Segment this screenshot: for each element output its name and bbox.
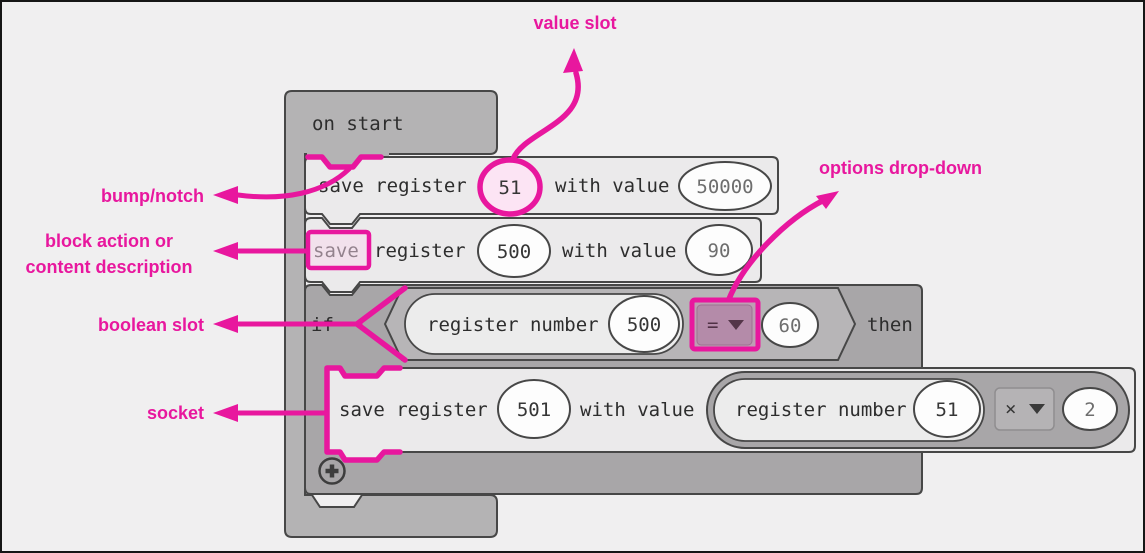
then-keyword: then (867, 314, 913, 336)
condition-register: 500 (627, 314, 661, 336)
expression-register-slot[interactable] (913, 380, 981, 438)
save2-register-slot[interactable] (477, 224, 551, 278)
compare-value: 60 (779, 315, 802, 337)
expression-pill[interactable] (713, 378, 985, 442)
save2-noun: register (374, 240, 466, 262)
bump-notch-label: bump/notch (101, 186, 204, 206)
bump-notch-arrowhead-icon (213, 186, 238, 204)
boolean-slot-arrowhead-icon (213, 315, 238, 333)
bump-notch-arrow (235, 166, 352, 200)
socket-label: socket (146, 403, 204, 423)
save1-with-label: with value (555, 175, 669, 197)
save3-register-slot[interactable] (497, 379, 571, 439)
socket-trace (324, 365, 403, 463)
save2-value-slot[interactable] (685, 224, 753, 276)
multiplier-value: 2 (1084, 399, 1095, 421)
options-dropdown-arrowhead-icon (816, 191, 839, 209)
value-slot-highlight (477, 157, 543, 217)
block-action-label-line2: content description (25, 257, 193, 277)
multiply-caret-icon (1029, 404, 1045, 414)
multiplier-slot[interactable] (1062, 387, 1118, 431)
options-dropdown-arrow (726, 197, 827, 302)
operator-dropdown[interactable] (696, 304, 753, 346)
value-slot-label: value slot (533, 13, 617, 33)
plus-icon[interactable] (318, 457, 346, 485)
multiply-operator: × (1005, 398, 1016, 420)
value-slot-arrow (510, 70, 581, 162)
on-start-block[interactable] (284, 90, 498, 538)
expression-label: register number (735, 399, 907, 421)
options-dropdown-label: options drop-down (819, 158, 982, 178)
action-word-highlight (305, 229, 372, 271)
save3-with-label: with value (580, 399, 694, 421)
save2-with-label: with value (562, 240, 676, 262)
block-action-label-line1: block action or (44, 231, 174, 251)
bump-notch-trace (305, 154, 384, 170)
compare-value-slot[interactable] (761, 302, 819, 348)
operator-caret-icon (728, 320, 744, 330)
value-slot-arrowhead-icon (563, 48, 583, 73)
boolean-slot-label: boolean slot (97, 315, 204, 335)
socket-arrowhead-icon (213, 404, 238, 422)
multiply-dropdown[interactable] (994, 387, 1055, 431)
action-word-arrowhead-icon (213, 242, 238, 260)
on-start-label: on start (312, 113, 404, 135)
save2-value: 90 (708, 240, 731, 262)
save3-register: 501 (517, 399, 551, 421)
condition-label: register number (427, 314, 599, 336)
save1-action-label: save register (318, 175, 467, 197)
save1-value: 50000 (696, 176, 753, 198)
condition-register-slot[interactable] (608, 295, 680, 353)
block-action-label: block action or content description (10, 228, 208, 280)
operator-value: = (707, 314, 718, 336)
save1-value-slot[interactable] (678, 161, 772, 211)
dropdown-highlight (689, 297, 761, 352)
expression-register: 51 (936, 399, 959, 421)
save1-register: 51 (499, 177, 522, 199)
save2-register: 500 (497, 241, 531, 263)
save3-action-label: save register (339, 399, 488, 421)
